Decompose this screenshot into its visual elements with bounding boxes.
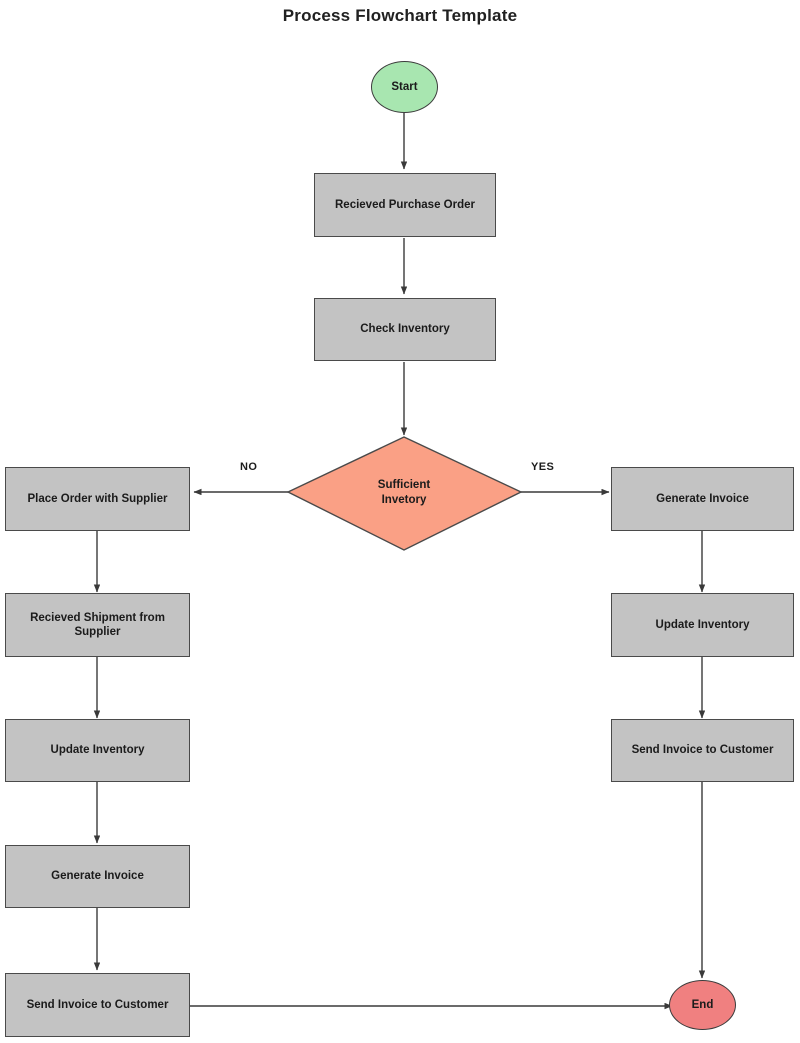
edge-label-no: NO — [240, 461, 258, 473]
node-check-inventory-label: Check Inventory — [360, 323, 450, 336]
node-recieved-purchase-order[interactable]: Recieved Purchase Order — [314, 173, 496, 237]
node-send-invoice-to-customer-right[interactable]: Send Invoice to Customer — [611, 719, 794, 782]
node-generate-invoice-left-label: Generate Invoice — [51, 870, 144, 883]
node-send-invoice-to-customer-left[interactable]: Send Invoice to Customer — [5, 973, 190, 1037]
node-send-invoice-to-customer-right-label: Send Invoice to Customer — [631, 744, 774, 757]
node-place-order-with-supplier[interactable]: Place Order with Supplier — [5, 467, 190, 531]
node-update-inventory-right[interactable]: Update Inventory — [611, 593, 794, 657]
edge-label-yes: YES — [531, 461, 555, 473]
node-update-inventory-left[interactable]: Update Inventory — [5, 719, 190, 782]
node-recieved-shipment-from-supplier-label: Recieved Shipment from Supplier — [30, 611, 165, 638]
node-end[interactable]: End — [669, 980, 736, 1030]
node-generate-invoice-right-label: Generate Invoice — [656, 492, 749, 505]
node-generate-invoice-right[interactable]: Generate Invoice — [611, 467, 794, 531]
decision-diamond-shape[interactable] — [286, 436, 523, 551]
node-recieved-purchase-order-label: Recieved Purchase Order — [335, 198, 475, 211]
node-start[interactable]: Start — [371, 61, 438, 113]
node-recieved-shipment-from-supplier[interactable]: Recieved Shipment from Supplier — [5, 593, 190, 657]
node-update-inventory-left-label: Update Inventory — [50, 744, 145, 757]
node-check-inventory[interactable]: Check Inventory — [314, 298, 496, 361]
node-send-invoice-to-customer-left-label: Send Invoice to Customer — [26, 998, 169, 1011]
node-generate-invoice-left[interactable]: Generate Invoice — [5, 845, 190, 908]
node-update-inventory-right-label: Update Inventory — [655, 618, 750, 631]
page-title: Process Flowchart Template — [282, 6, 518, 25]
node-start-label: Start — [391, 80, 418, 93]
node-end-label: End — [691, 998, 714, 1011]
node-place-order-with-supplier-label: Place Order with Supplier — [27, 492, 168, 505]
